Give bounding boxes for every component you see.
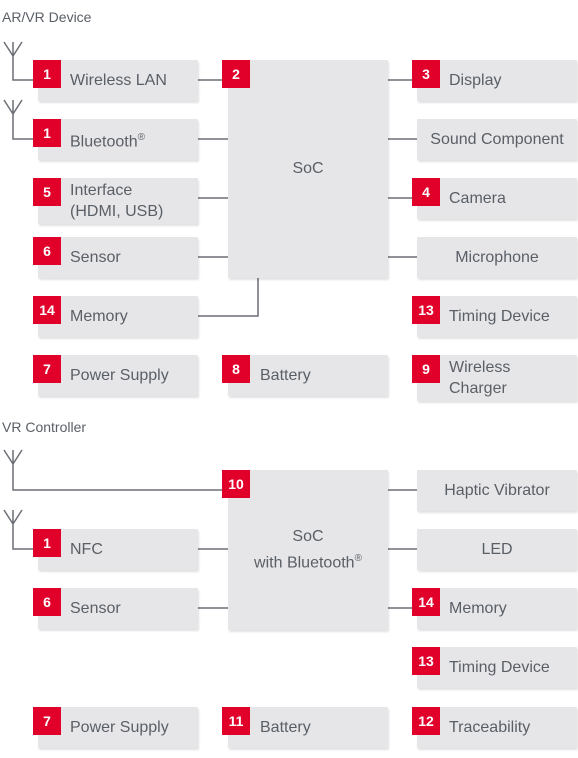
device-sensor-block: Sensor	[38, 237, 198, 278]
block-badge: 13	[412, 296, 440, 324]
block-label: Power Supply	[70, 719, 169, 736]
device-power-block: Power Supply	[38, 355, 198, 396]
block-badge: 5	[33, 178, 61, 206]
block-label: Timing Device	[449, 659, 550, 676]
block-label: Microphone	[455, 249, 539, 266]
block-label: Sensor	[70, 249, 121, 266]
block-badge: 6	[33, 237, 61, 265]
device-camera-block: Camera	[417, 178, 577, 219]
section-title-device: AR/VR Device	[2, 9, 92, 25]
block-badge: 6	[33, 588, 61, 616]
block-badge: 11	[222, 707, 250, 735]
block-label: Timing Device	[449, 308, 550, 325]
block-label: Camera	[449, 190, 506, 207]
registered-mark: ®	[354, 552, 362, 564]
controller-haptic-block: Haptic Vibrator	[417, 470, 577, 511]
block-label: NFC	[70, 541, 103, 558]
controller-memory-block: Memory	[417, 588, 577, 629]
antenna-icon	[3, 449, 228, 491]
antenna-icon	[3, 509, 38, 550]
antenna-icon	[3, 99, 38, 140]
device-interface-block: Interface (HDMI, USB)	[38, 178, 198, 224]
block-badge: 7	[33, 355, 61, 383]
controller-soc-label: SoC	[292, 527, 324, 545]
block-badge: 1	[33, 119, 61, 147]
device-sound-block: Sound Component	[417, 119, 577, 160]
device-wireless-charger-block: Wireless Charger	[417, 355, 577, 401]
block-badge: 12	[412, 707, 440, 735]
section-title-controller: VR Controller	[2, 419, 87, 435]
device-memory-block: Memory	[38, 296, 198, 337]
controller-power-block: Power Supply	[38, 707, 198, 748]
block-label: Wireless LAN	[70, 72, 167, 89]
block-badge: 8	[222, 355, 250, 383]
controller-soc-badge: 10	[222, 470, 250, 498]
block-label: Haptic Vibrator	[444, 482, 550, 499]
controller-battery-block: Battery	[228, 707, 388, 748]
block-label: Battery	[260, 719, 311, 736]
block-badge: 1	[33, 529, 61, 557]
block-label: Wireless Charger	[449, 359, 511, 397]
controller-sensor-block: Sensor	[38, 588, 198, 629]
block-badge: 13	[412, 647, 440, 675]
block-badge: 1	[33, 60, 61, 88]
block-label: LED	[481, 541, 513, 558]
registered-mark: ®	[137, 131, 145, 143]
block-label: Memory	[449, 600, 507, 617]
block-label: Power Supply	[70, 367, 169, 384]
device-soc-block: SoC	[228, 60, 388, 278]
controller-timing-block: Timing Device	[417, 647, 577, 688]
device-timing-block: Timing Device	[417, 296, 577, 337]
block-label: Sensor	[70, 600, 121, 617]
device-battery-block: Battery	[228, 355, 388, 396]
block-badge: 4	[412, 178, 440, 206]
block-label: Display	[449, 72, 502, 89]
controller-soc-sublabel: with Bluetooth	[254, 554, 355, 572]
block-badge: 3	[412, 60, 440, 88]
device-microphone-block: Microphone	[417, 237, 577, 278]
block-label: Battery	[260, 367, 311, 384]
block-badge: 14	[412, 588, 440, 616]
device-bluetooth-block: Bluetooth®	[38, 119, 198, 160]
block-badge: 7	[33, 707, 61, 735]
block-label: Sound Component	[430, 131, 564, 148]
block-label: Memory	[70, 308, 128, 325]
antenna-icon	[3, 41, 38, 81]
controller-led-block: LED	[417, 529, 577, 570]
device-soc-badge: 2	[222, 60, 250, 88]
block-badge: 14	[33, 296, 61, 324]
controller-nfc-block: NFC	[38, 529, 198, 570]
block-badge: 9	[412, 355, 440, 383]
controller-traceability-block: Traceability	[417, 707, 577, 748]
device-display-block: Display	[417, 60, 577, 101]
device-soc-label: SoC	[292, 160, 324, 177]
block-label: Traceability	[449, 719, 531, 736]
device-wireless-lan-block: Wireless LAN	[38, 60, 198, 101]
controller-soc-block: SoC with Bluetooth®	[228, 470, 388, 630]
block-label: Bluetooth	[70, 133, 138, 151]
block-label: Interface (HDMI, USB)	[70, 182, 164, 220]
